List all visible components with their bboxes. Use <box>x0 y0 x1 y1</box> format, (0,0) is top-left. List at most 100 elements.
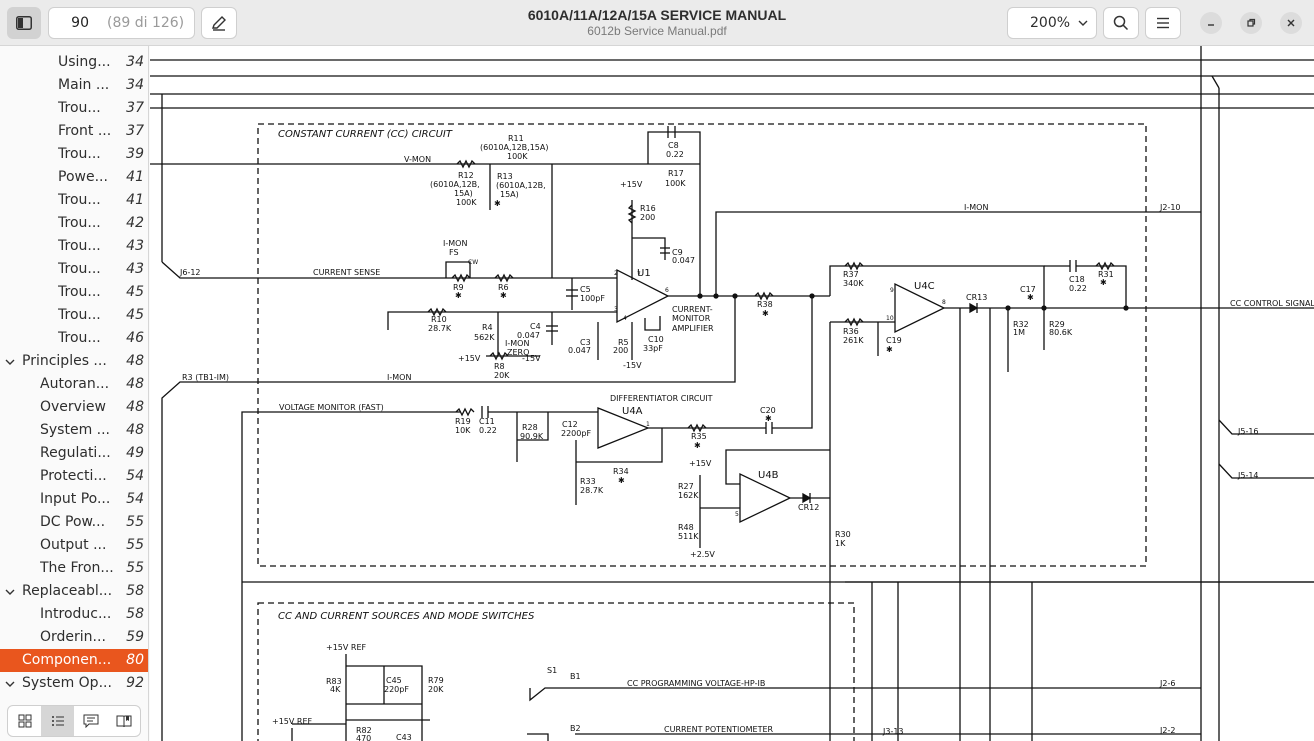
outline-item[interactable]: Trou...46 <box>0 327 148 350</box>
grid-icon <box>18 714 31 728</box>
label-r11: R11 <box>508 134 524 143</box>
chevron-down-icon[interactable] <box>4 350 16 373</box>
outline-item[interactable]: Replaceabl...58 <box>0 580 148 603</box>
label-c45: C45 <box>386 676 402 685</box>
search-button[interactable] <box>1103 7 1139 39</box>
outline-item[interactable]: Autoran...48 <box>0 373 148 396</box>
chevron-down-icon[interactable] <box>4 580 16 603</box>
outline-item-page: 46 <box>126 330 144 346</box>
outline-view-button[interactable] <box>41 706 74 736</box>
outline-item-page: 34 <box>126 77 144 93</box>
label-imon2: I-MON <box>387 373 411 382</box>
outline-item[interactable]: Trou...39 <box>0 143 148 166</box>
label-cur-pot: CURRENT POTENTIOMETER <box>664 725 774 734</box>
minimize-button[interactable] <box>1200 12 1222 34</box>
outline-item[interactable]: Trou...45 <box>0 281 148 304</box>
outline-item-page: 37 <box>126 123 144 139</box>
bookmarks-view-button[interactable] <box>107 706 140 736</box>
close-button[interactable] <box>1280 12 1302 34</box>
outline-item-page: 54 <box>126 468 144 484</box>
outline-item[interactable]: Trou...37 <box>0 97 148 120</box>
label-cr13: CR13 <box>966 293 987 302</box>
document-view[interactable]: CONSTANT CURRENT (CC) CIRCUIT CC AND CUR… <box>150 46 1314 741</box>
label-diff: DIFFERENTIATOR CIRCUIT <box>610 394 713 403</box>
label-u4c: U4C <box>914 281 935 292</box>
outline-item-page: 34 <box>126 54 144 70</box>
label-r19: R19 <box>455 417 471 426</box>
label-r12: R12 <box>458 171 474 180</box>
outline-item[interactable]: Trou...43 <box>0 235 148 258</box>
label-u4a: U4A <box>622 406 643 417</box>
outline-item[interactable]: Trou...41 <box>0 189 148 212</box>
outline-item[interactable]: Principles ...48 <box>0 350 148 373</box>
outline-item-label: Autoran... <box>40 376 110 392</box>
outline-item[interactable]: Main ...34 <box>0 74 148 97</box>
annotate-button[interactable] <box>201 7 237 39</box>
label-r29-val: 80.6K <box>1049 328 1073 337</box>
outline-item[interactable]: System Op...92 <box>0 672 148 695</box>
outline-item-page: 45 <box>126 307 144 323</box>
outline-item[interactable]: Regulati...49 <box>0 442 148 465</box>
label-imon-fs2: FS <box>449 248 459 257</box>
label-r79: R79 <box>428 676 444 685</box>
page-number-box[interactable]: 90 (89 di 126) <box>48 7 195 39</box>
outline-item[interactable]: Introduc...58 <box>0 603 148 626</box>
outline-item-label: Overview <box>40 399 106 415</box>
outline-item[interactable]: The Fron...55 <box>0 557 148 580</box>
star-c20: ✱ <box>765 414 772 423</box>
label-r48-val: 511K <box>678 532 699 541</box>
outline-item-page: 37 <box>126 100 144 116</box>
label-r17: R17 <box>668 169 684 178</box>
label-r30-val: 1K <box>835 539 846 548</box>
outline-item[interactable]: Input Po...54 <box>0 488 148 511</box>
sidebar-toggle-button[interactable] <box>7 7 41 39</box>
document-filename: 6012b Service Manual.pdf <box>587 24 727 38</box>
outline-item[interactable]: Protecti...54 <box>0 465 148 488</box>
label-r34: R34 <box>613 467 629 476</box>
outline-item[interactable]: Front ...37 <box>0 120 148 143</box>
outline-item-label: Trou... <box>58 261 101 277</box>
outline-item-page: 58 <box>126 583 144 599</box>
pin-u1-7: 7 <box>637 271 641 278</box>
label-p25v: +2.5V <box>690 550 715 559</box>
schematic-page <box>150 46 1314 741</box>
outline-item[interactable]: Trou...42 <box>0 212 148 235</box>
star-r34: ✱ <box>618 476 625 485</box>
thumbnails-view-button[interactable] <box>8 706 41 736</box>
minimize-icon <box>1208 24 1214 26</box>
label-c43: C43 <box>396 733 412 741</box>
pencil-icon <box>212 16 226 31</box>
label-r29: R29 <box>1049 320 1065 329</box>
zoom-dropdown[interactable]: 200% <box>1007 7 1097 39</box>
label-u4b: U4B <box>758 470 779 481</box>
pin-u4c-9: 9 <box>890 287 894 294</box>
label-c17: C17 <box>1020 285 1036 294</box>
annotations-view-button[interactable] <box>74 706 107 736</box>
outline-item[interactable]: Trou...45 <box>0 304 148 327</box>
outline-item[interactable]: Powe...41 <box>0 166 148 189</box>
chevron-down-icon[interactable] <box>4 672 16 695</box>
label-c5-val: 100pF <box>580 294 605 303</box>
close-icon <box>1287 19 1295 27</box>
outline-item[interactable]: Componen...80 <box>0 649 148 672</box>
schematic-labels: CONSTANT CURRENT (CC) CIRCUIT CC AND CUR… <box>179 129 1314 741</box>
page-number-input[interactable]: 90 <box>71 15 89 31</box>
outline-item[interactable]: Using...34 <box>0 51 148 74</box>
book-icon <box>116 715 131 728</box>
outline-item-label: The Fron... <box>40 560 114 576</box>
outline-item[interactable]: Trou...43 <box>0 258 148 281</box>
label-r4-val: 562K <box>474 333 495 342</box>
label-p15v-ref: +15V REF <box>326 643 367 652</box>
main-menu-button[interactable] <box>1145 7 1181 39</box>
label-r28: R28 <box>522 423 538 432</box>
outline-item-label: System ... <box>40 422 111 438</box>
outline-item[interactable]: Orderin...59 <box>0 626 148 649</box>
label-c5: C5 <box>580 285 591 294</box>
outline-item[interactable]: DC Pow...55 <box>0 511 148 534</box>
outline-item[interactable]: Output ...55 <box>0 534 148 557</box>
outline-item-page: 92 <box>126 675 144 691</box>
label-r31: R31 <box>1098 270 1114 279</box>
outline-item[interactable]: System ...48 <box>0 419 148 442</box>
maximize-button[interactable] <box>1240 12 1262 34</box>
